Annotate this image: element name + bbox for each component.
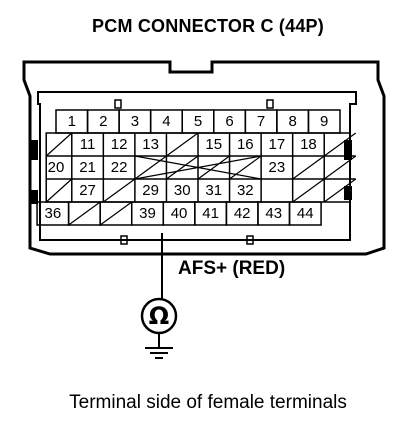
blank-cavity-line: [99, 201, 133, 226]
blank-cavity-line: [292, 178, 325, 203]
terminal-number: 13: [142, 136, 159, 153]
terminal-number: 16: [236, 136, 254, 153]
blank-cavity-line: [229, 155, 262, 180]
blank-cavity-line: [323, 178, 357, 203]
blank-cavity-line: [68, 201, 101, 226]
left-latch-lower: [30, 190, 38, 204]
key-tab: [114, 99, 122, 109]
terminal-number: 17: [268, 136, 286, 153]
terminal-number: 22: [110, 159, 128, 176]
key-tab: [266, 99, 274, 109]
blank-cavity-line: [166, 132, 199, 157]
terminal-number: 12: [110, 136, 128, 153]
terminal-cell: [288, 201, 322, 226]
terminal-number: 27: [79, 182, 96, 199]
terminal-number: 36: [44, 205, 62, 222]
terminal-number: 31: [205, 182, 223, 199]
terminal-grid: [36, 109, 357, 226]
terminal-number: 20: [47, 159, 65, 176]
blank-cavity-line: [45, 178, 73, 203]
terminal-number: 32: [236, 182, 254, 199]
connector-outer-housing: [22, 60, 386, 256]
blank-cavity-line: [134, 155, 167, 180]
key-tab: [246, 235, 254, 245]
terminal-number: 21: [79, 159, 96, 176]
blank-cavity-line: [292, 155, 325, 180]
terminal-number: 8: [288, 113, 297, 130]
right-latch-lower: [344, 186, 352, 200]
terminal-number: 6: [225, 113, 234, 130]
blank-cavity-line: [166, 155, 199, 180]
terminal-number: 30: [173, 182, 191, 199]
terminal-number: 43: [265, 205, 283, 222]
terminal-number: 3: [130, 113, 140, 130]
connector-title: PCM CONNECTOR C (44P): [92, 16, 324, 36]
key-tab: [120, 235, 128, 245]
ohm-symbol: Ω: [148, 302, 170, 330]
terminal-number: 1: [67, 113, 76, 130]
right-latch: [344, 140, 352, 160]
blank-cavity-line: [197, 155, 230, 180]
blank-cavity-line: [323, 155, 357, 180]
blank-cross-line: [134, 155, 262, 180]
blank-cavity-line: [102, 178, 136, 203]
wire-label: AFS+ (RED): [178, 258, 286, 279]
terminal-number: 4: [162, 113, 171, 130]
terminal-number: 42: [233, 205, 251, 222]
terminal-number: 18: [300, 136, 317, 153]
terminal-number: 41: [202, 205, 219, 222]
terminal-number: 15: [205, 136, 223, 153]
terminal-number: 9: [320, 113, 329, 130]
terminal-number: 23: [268, 159, 286, 176]
terminal-number: 2: [99, 113, 108, 130]
terminal-number: 44: [296, 205, 314, 222]
connector-inner-frame: [37, 91, 357, 241]
terminal-number: 39: [139, 205, 156, 222]
terminal-number: 11: [79, 136, 96, 153]
left-latch: [30, 140, 38, 160]
terminal-number: 5: [193, 113, 203, 130]
blank-cavity-line: [45, 132, 73, 157]
terminal-number: 7: [256, 113, 266, 130]
caption: Terminal side of female terminals: [69, 392, 347, 413]
blank-cavity-line: [323, 132, 357, 157]
terminal-number: 40: [170, 205, 188, 222]
terminal-number: 29: [142, 182, 159, 199]
